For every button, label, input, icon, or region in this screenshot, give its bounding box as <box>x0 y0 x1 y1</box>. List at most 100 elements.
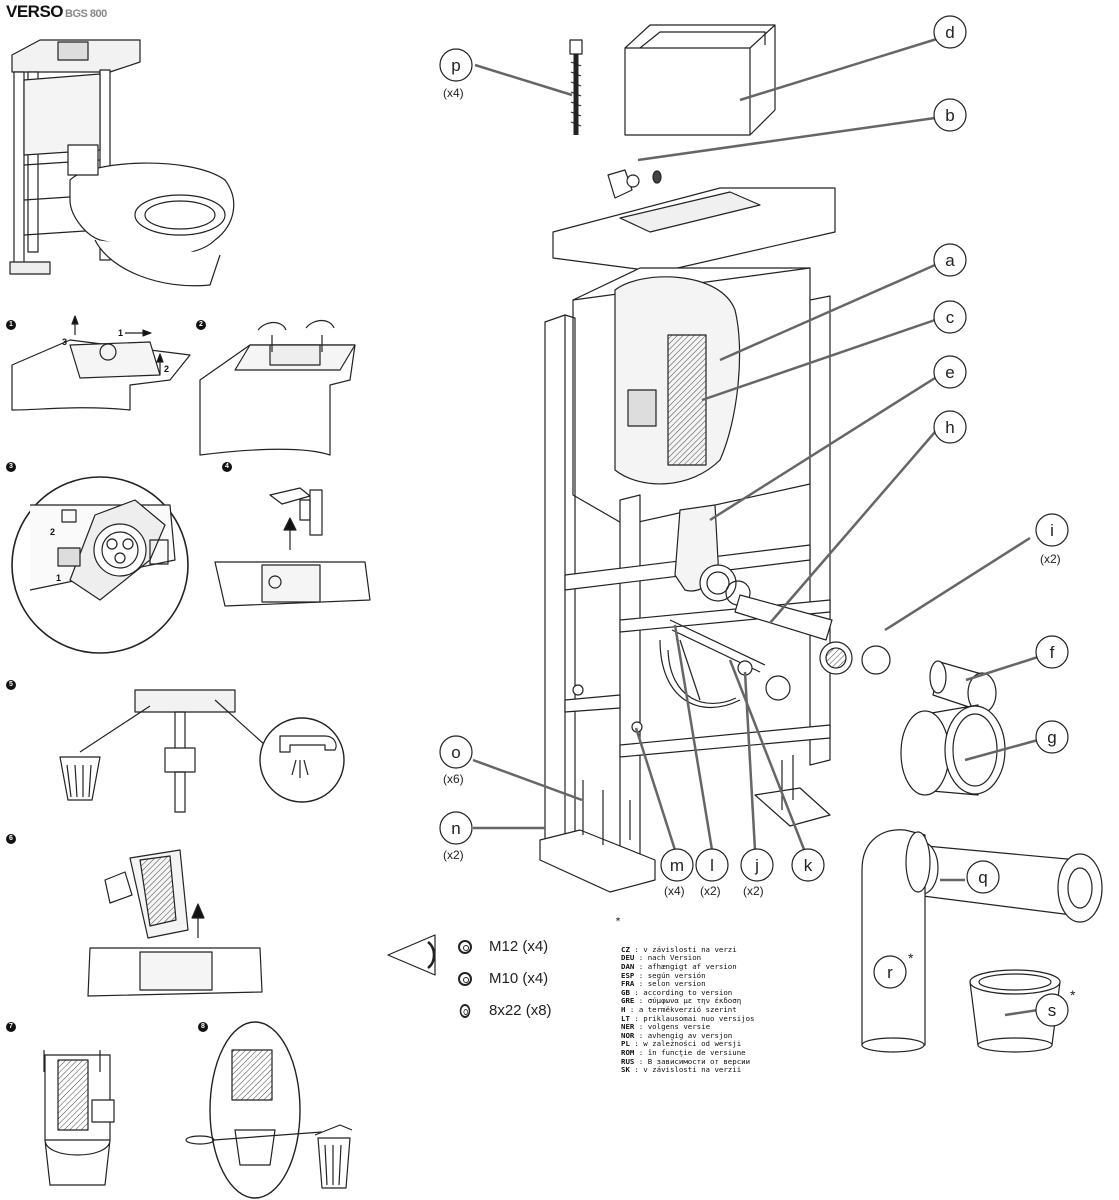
brand-name: VERSO <box>6 2 64 21</box>
part-label-o: o <box>451 743 460 762</box>
legend-row: GB : according to version <box>621 987 755 998</box>
legend-text: nach Version <box>647 953 702 963</box>
legend-separator: : <box>634 996 648 1006</box>
part-n-qty: (x2) <box>443 848 464 862</box>
legend-separator: : <box>629 1013 644 1023</box>
legend-separator: : <box>629 944 644 954</box>
part-label-k: k <box>804 856 813 875</box>
legend-text: afhængigt af version <box>647 961 737 971</box>
step7-illustration <box>43 1050 115 1186</box>
part-r-drawing <box>861 829 931 1053</box>
step-badge-5: 5 <box>6 680 16 690</box>
step-badge-4: 4 <box>222 462 232 472</box>
step3-mark-1: 1 <box>56 573 61 583</box>
part-label-e: e <box>945 363 954 382</box>
step-badge-7: 7 <box>6 1022 16 1032</box>
fixing-washer-label: 8x22 (x8) <box>489 1002 552 1019</box>
legend-row: DEU : nach Version <box>621 954 755 963</box>
eye-view-icon <box>387 934 436 976</box>
legend-asterisk: * <box>615 916 622 927</box>
legend-code: DEU <box>621 953 635 963</box>
legend-separator: : <box>634 953 648 963</box>
step-badge-2: 2 <box>196 320 206 330</box>
legend-separator: : <box>634 979 648 989</box>
legend-separator: : <box>634 1022 648 1032</box>
legend-row: SK : v závislosti na verzii <box>621 1065 755 1075</box>
step-badge-3: 3 <box>6 462 16 472</box>
part-g-drawing <box>900 704 1006 796</box>
part-q-drawing <box>905 841 1103 923</box>
part-p-drawing <box>569 39 583 135</box>
part-label-p: p <box>451 56 460 75</box>
legend-text: avhengig av versjon <box>647 1030 733 1040</box>
main-frame-drawing <box>539 187 891 893</box>
legend-row: RUS : В зависимости от версии <box>621 1056 755 1067</box>
legend-row: NOR : avhengig av versjon <box>621 1030 755 1041</box>
legend-row: GRE : σύμφωνα με την έκδοση <box>621 997 755 1006</box>
legend-code: GB <box>621 987 630 997</box>
nut-m12-icon <box>458 940 472 954</box>
part-label-b: b <box>945 106 954 125</box>
part-label-q: q <box>978 868 987 887</box>
step1-arrow-2-label: 2 <box>164 364 169 374</box>
part-label-s: s <box>1048 1001 1057 1020</box>
legend-text: volgens versie <box>647 1022 711 1032</box>
step8-detail-ellipse <box>185 1021 353 1199</box>
leader-lines <box>472 36 1039 1017</box>
step-badge-1: 1 <box>6 320 16 330</box>
step4-illustration <box>214 487 371 607</box>
legend-code: ESP <box>621 970 635 980</box>
legend-text: σύμφωνα με την έκδοση <box>647 996 742 1006</box>
part-label-d: d <box>945 23 954 42</box>
legend-text: a termékverzió szerint <box>638 1004 737 1014</box>
part-label-g: g <box>1047 728 1056 747</box>
legend-code: SK <box>621 1065 630 1075</box>
legend-separator: : <box>634 1047 648 1057</box>
legend-row: ROM : în funcţie de versiune <box>621 1047 755 1058</box>
legend-code: GRE <box>621 996 635 1006</box>
legend-separator: : <box>629 987 644 997</box>
part-f-drawing <box>929 660 997 714</box>
legend-code: FRA <box>621 979 635 989</box>
fixing-m12-label: M12 (x4) <box>489 938 549 955</box>
step2-illustration <box>199 319 356 456</box>
legend-separator: : <box>634 961 648 971</box>
part-label-a: a <box>945 251 955 270</box>
legend-separator: : <box>634 1056 648 1066</box>
step3-detail-circle <box>11 476 189 654</box>
part-o-qty: (x6) <box>443 772 464 786</box>
legend-row: LT : priklausomai nuo versijos <box>621 1013 755 1024</box>
legend-text: în funcţie de versiune <box>647 1047 746 1057</box>
legend-code: NER <box>621 1022 635 1032</box>
legend-code: LT <box>621 1013 630 1023</box>
part-l-qty: (x2) <box>700 884 721 898</box>
legend-row: PL : w zależności od wersji <box>621 1040 755 1049</box>
legend-text: v závislosti na verzi <box>643 944 737 954</box>
legend-code: DAN <box>621 961 635 971</box>
part-label-f: f <box>1050 643 1055 662</box>
legend-code: NOR <box>621 1030 635 1040</box>
legend-separator: : <box>629 1039 644 1049</box>
part-b-drawing <box>607 169 662 199</box>
legend-text: В зависимости от версии <box>647 1056 751 1066</box>
part-j-qty: (x2) <box>743 884 764 898</box>
legend-row: DAN : afhængigt af version <box>621 961 755 972</box>
part-label-j: j <box>754 856 759 875</box>
legend-code: CZ <box>621 944 630 954</box>
part-s-drawing <box>969 969 1061 1053</box>
part-label-c: c <box>946 308 955 327</box>
step3-mark-2: 2 <box>50 527 55 537</box>
step5-illustration <box>59 689 345 813</box>
legend-separator: : <box>629 1065 644 1075</box>
part-m-qty: (x4) <box>664 884 685 898</box>
legend-row: CZ : v závislosti na verzi <box>621 944 755 955</box>
nut-m10-icon <box>458 972 472 986</box>
legend-code: PL <box>621 1039 630 1049</box>
legend-code: H <box>621 1004 626 1014</box>
step-badge-6: 6 <box>6 834 16 844</box>
legend-row: FRA : selon version <box>621 979 755 989</box>
